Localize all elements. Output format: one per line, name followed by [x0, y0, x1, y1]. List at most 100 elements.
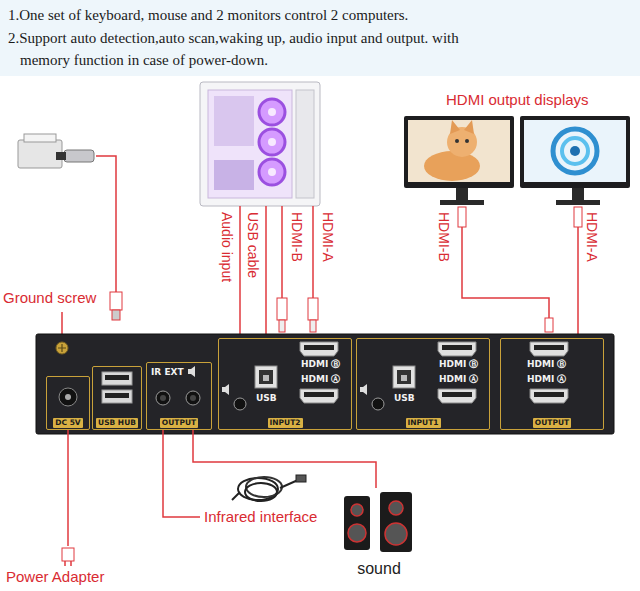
- section-tab: OUTPUT: [533, 418, 571, 428]
- hdmi-port: [530, 342, 568, 356]
- dc-power-section: DC 5V: [46, 376, 90, 430]
- usb-a-port: [105, 375, 129, 380]
- speaker-icon: [188, 366, 195, 377]
- hdmi-port: [300, 389, 338, 403]
- power-plug-prongs: [65, 561, 71, 566]
- usb-b-port: [263, 375, 269, 381]
- cable-label: HDMI-A: [584, 212, 600, 262]
- swirl: [553, 129, 597, 173]
- audio-jack: [234, 398, 246, 410]
- input-section: USBHDMI ⒷHDMI ⒶINPUT1: [356, 338, 490, 430]
- speaker: [344, 496, 370, 550]
- section-tab: OUTPUT: [160, 418, 198, 428]
- pc-psu: [214, 160, 254, 190]
- cable-label: HDMI-B: [289, 212, 305, 262]
- hdmi-plug-tip: [279, 320, 285, 332]
- node-label: IR EXT: [151, 367, 184, 378]
- pc-fan: [259, 159, 285, 185]
- pc-board: [214, 96, 254, 146]
- hdmi-plug: [545, 318, 553, 332]
- usb-b-port: [397, 370, 411, 384]
- speaker-icon: [222, 384, 229, 395]
- monitor-stand: [572, 188, 584, 200]
- hdmi-plug: [308, 298, 318, 320]
- usb-cable: [265, 206, 267, 348]
- fan-hub: [268, 138, 276, 146]
- hdmi-port: [534, 345, 564, 350]
- ir-cable: [280, 480, 298, 488]
- flash-drive: [64, 150, 94, 162]
- hdmi-port: [438, 389, 476, 403]
- speaker-driver: [351, 504, 363, 516]
- usb-a-port: [102, 390, 132, 403]
- usb-line: [96, 156, 116, 292]
- audio-jack: [186, 391, 200, 405]
- power-adapter: Power Adapter: [4, 546, 136, 588]
- cat-body: [424, 151, 480, 181]
- hdmi-port: [442, 392, 472, 397]
- hdmi-port: [304, 345, 334, 350]
- cable-label: Audio input: [219, 212, 235, 282]
- monitor-base: [440, 200, 484, 205]
- header-band: [0, 0, 640, 76]
- section-tab: INPUT1: [406, 418, 441, 428]
- hdmi-cable: [312, 206, 314, 298]
- dc-jack: [65, 394, 71, 400]
- hdmi-plug: [277, 298, 287, 320]
- audio-jack: [156, 391, 170, 405]
- speakers: sound: [340, 488, 418, 580]
- section-tab: USB HUB: [96, 418, 138, 428]
- pc-fan: [259, 99, 285, 125]
- note-text: 2.Support auto detection,auto scan,wakin…: [8, 27, 498, 71]
- monitor-stand: [456, 188, 468, 200]
- infrared-cable: Infrared interface: [200, 470, 336, 528]
- audio-jack: [372, 398, 384, 410]
- speaker-driver: [389, 501, 403, 515]
- kvm-panel: [36, 334, 614, 434]
- swirl: [570, 146, 580, 156]
- note-text: 1.One set of keyboard, mouse and 2 monit…: [8, 4, 408, 26]
- node-label: Power Adapter: [6, 568, 104, 586]
- usb-b-port: [401, 375, 407, 381]
- ir-cable: [245, 483, 277, 501]
- speaker-icon: [360, 384, 367, 395]
- cable-label: USB cable: [245, 212, 261, 278]
- cat-eye: [465, 139, 469, 143]
- node-label: HDMI Ⓑ: [301, 359, 340, 370]
- callout-label: Ground screw: [3, 289, 96, 307]
- usb-hub-section: USB HUB: [92, 366, 142, 430]
- power-plug: [62, 548, 74, 561]
- wire-connector: [193, 430, 376, 488]
- section-tab: DC 5V: [53, 418, 82, 428]
- node-label: sound: [357, 560, 401, 578]
- cat-ears: [450, 120, 474, 134]
- node-label: HDMI Ⓐ: [439, 374, 478, 385]
- cable-label: HDMI-A: [320, 212, 336, 262]
- hdmi-port: [304, 392, 334, 397]
- hdmi-port: [442, 345, 472, 350]
- callout-label: HDMI output displays: [446, 91, 589, 109]
- node-label: HDMI Ⓐ: [527, 374, 566, 385]
- hdmi-port: [300, 342, 338, 356]
- fan-hub: [268, 108, 276, 116]
- node-label: HDMI Ⓐ: [301, 374, 340, 385]
- wire-connector: [163, 430, 200, 517]
- pc-case: [200, 82, 320, 206]
- pc-fan: [259, 129, 285, 155]
- cable-label: HDMI-B: [436, 212, 452, 262]
- swirl: [562, 138, 588, 164]
- hdmi-plug: [458, 207, 466, 227]
- usb-b-port: [393, 366, 415, 388]
- fan-hub: [268, 168, 276, 176]
- node-label: Infrared interface: [204, 508, 317, 526]
- monitor-screen: [524, 120, 626, 182]
- cat-eye: [455, 139, 459, 143]
- speaker: [380, 492, 412, 552]
- audio-jack: [160, 395, 166, 401]
- usb-plug-tip: [112, 310, 120, 320]
- pc-glass: [208, 90, 292, 198]
- hdmi-cable: [462, 227, 549, 318]
- usb-a-port: [105, 393, 129, 398]
- hdmi-port: [534, 392, 564, 397]
- hdmi-port: [438, 342, 476, 356]
